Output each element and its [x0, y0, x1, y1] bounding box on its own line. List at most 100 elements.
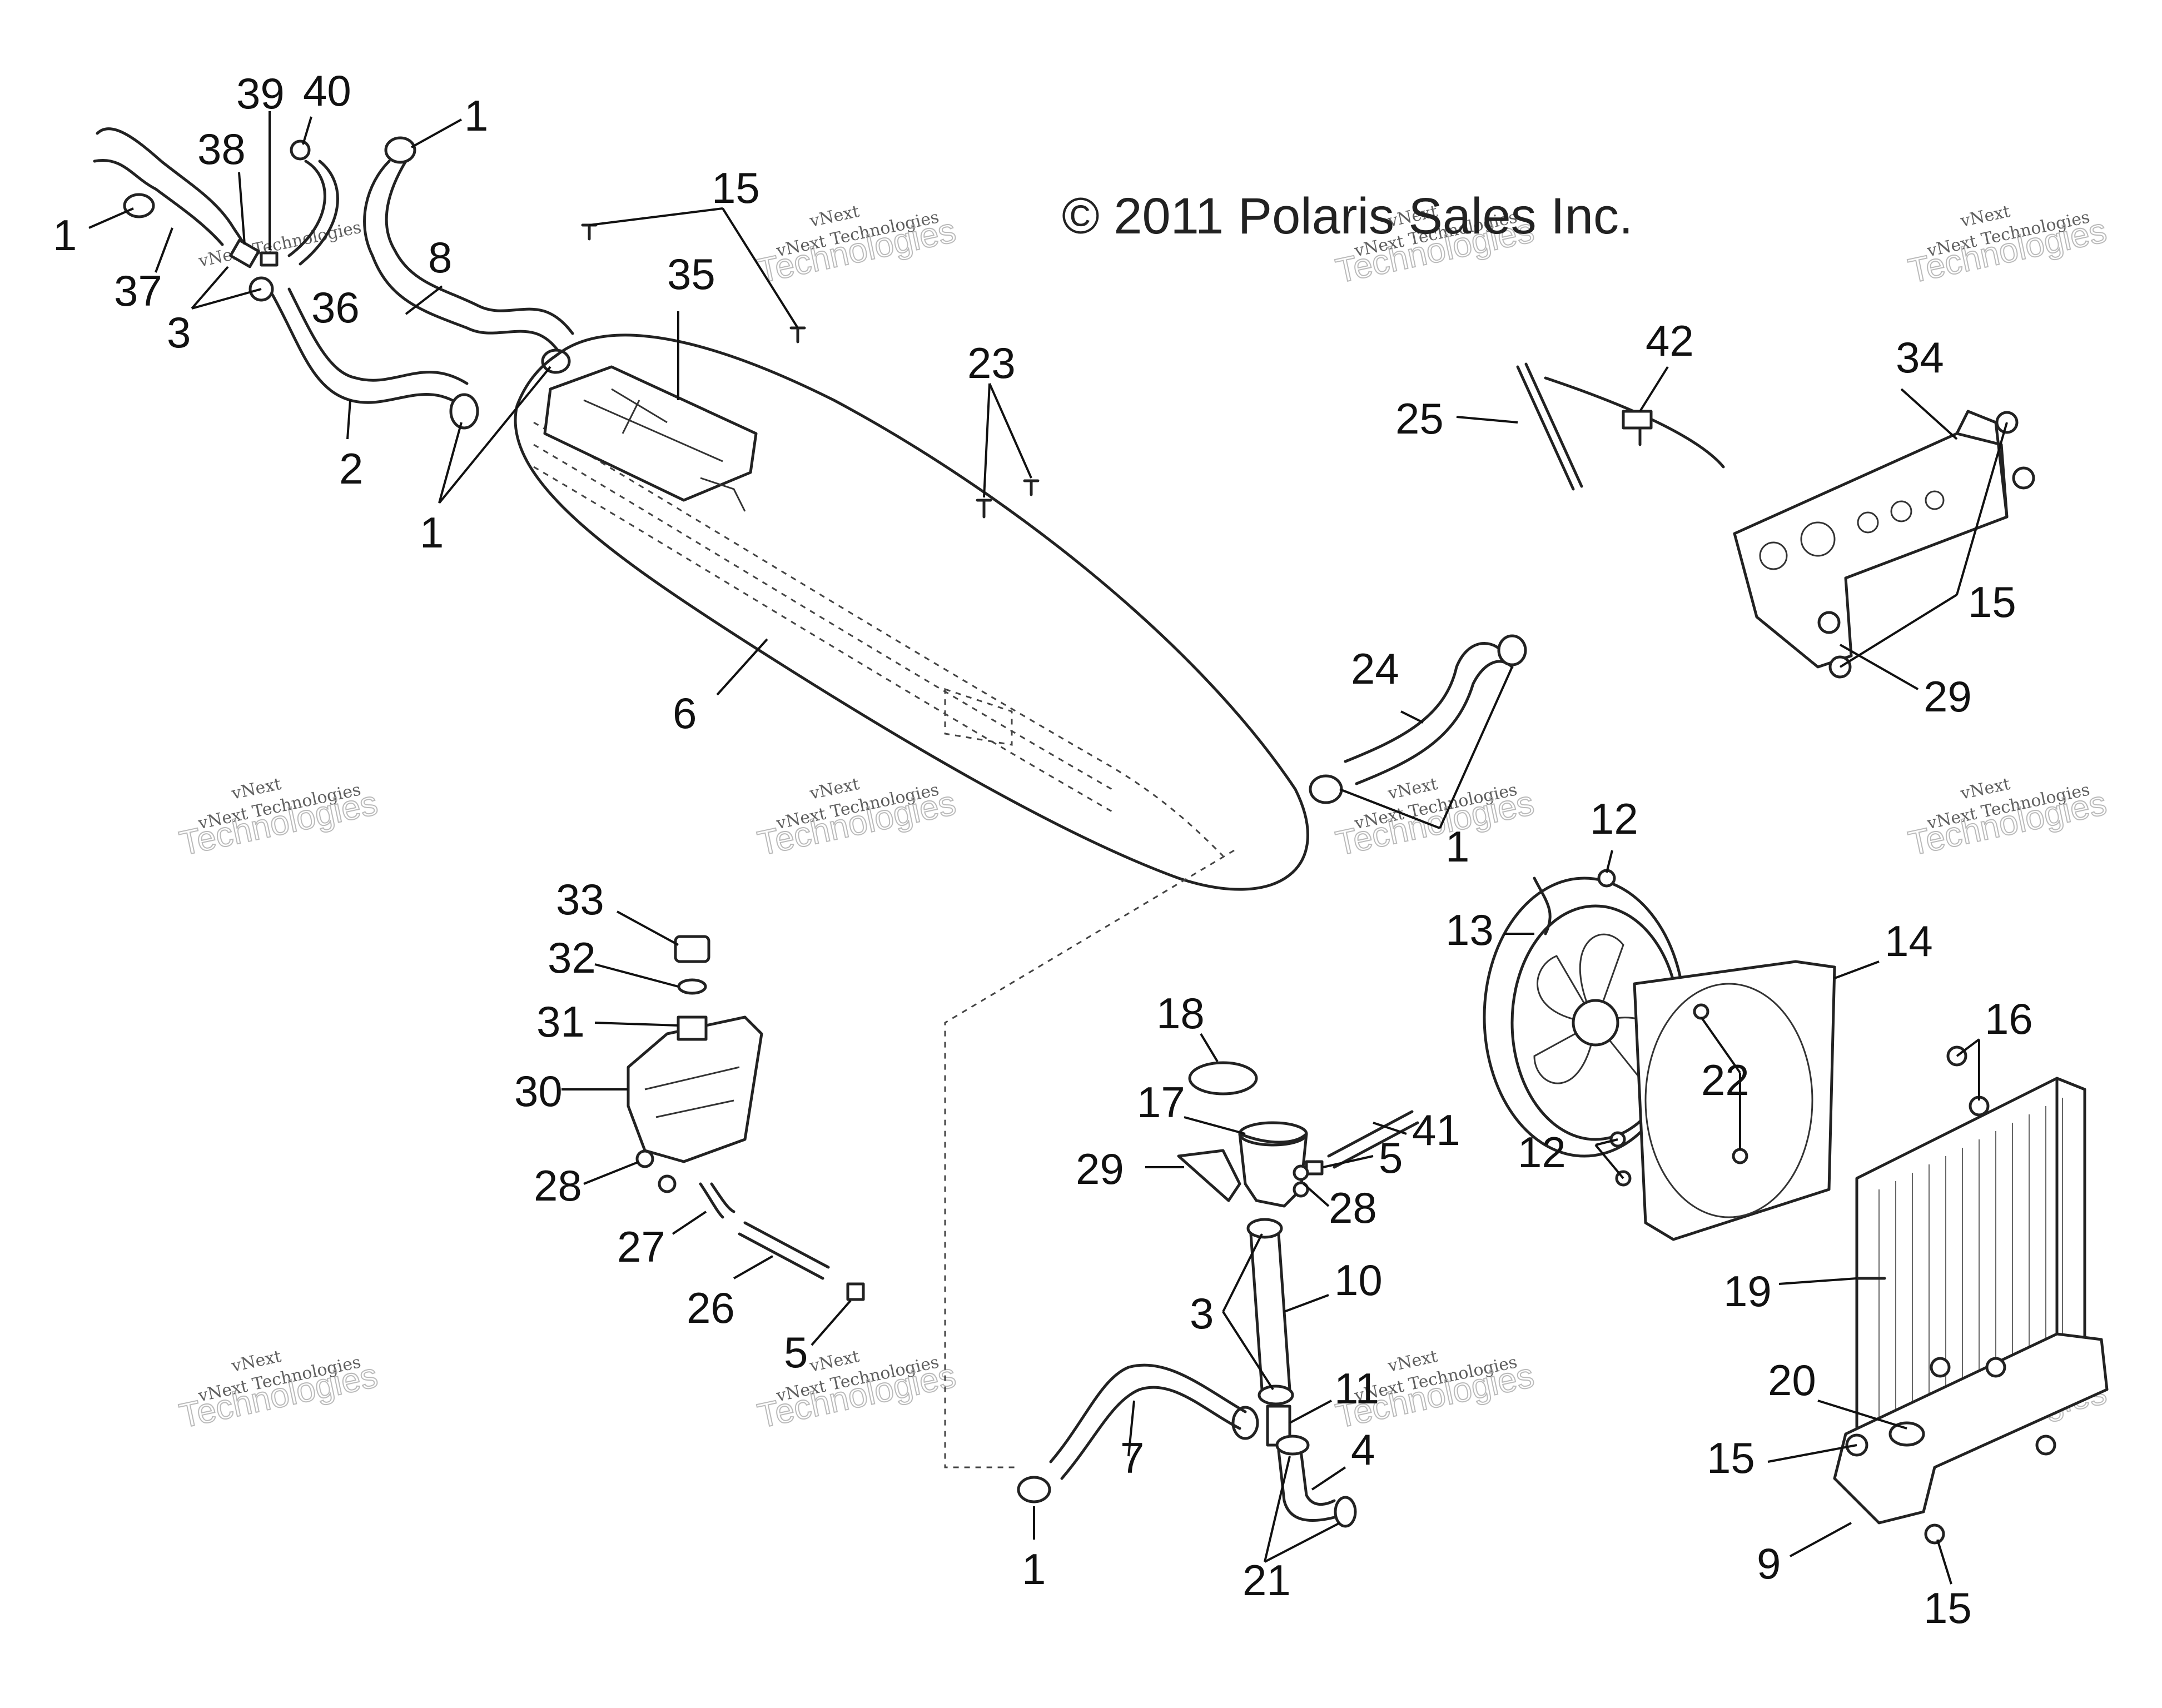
hose-clamp-3: [1231, 1406, 1259, 1440]
filler-neck-17-top: [1238, 1121, 1308, 1147]
watermark: vNext vNext Technologies Technologies: [1905, 202, 2110, 291]
clamp-5: [846, 1282, 865, 1301]
callout-5: 5: [1379, 1133, 1403, 1182]
fan-wire: [1533, 877, 1552, 935]
hose-clamp-1: [1017, 1476, 1051, 1503]
callout-3: 3: [1190, 1289, 1214, 1338]
screw-22: [1732, 1148, 1748, 1164]
hose-clamp-3: [1246, 1218, 1283, 1239]
callout-30: 30: [514, 1067, 563, 1116]
fitting-39: [260, 251, 279, 267]
washer-32: [677, 978, 707, 995]
radiator-19-core: [1878, 1098, 2063, 1440]
callout-18: 18: [1156, 989, 1205, 1038]
callout-19: 19: [1723, 1267, 1772, 1316]
hose-24: [1344, 642, 1514, 785]
callout-24: 24: [1351, 644, 1399, 693]
callout-31: 31: [536, 997, 585, 1046]
callout-11: 11: [1334, 1364, 1379, 1413]
callout-5: 5: [784, 1328, 808, 1377]
watermark: vNext vNext Technologies Technologies: [176, 774, 381, 864]
screw-15: [1817, 611, 1841, 634]
callout-28: 28: [1329, 1183, 1377, 1232]
callout-41: 41: [1412, 1106, 1460, 1154]
callout-36: 36: [311, 283, 360, 332]
parts: [93, 127, 2109, 1545]
callout-8: 8: [428, 233, 452, 282]
callout-3: 3: [167, 308, 191, 357]
callout-20: 20: [1768, 1356, 1816, 1405]
svg-text:Technologies: Technologies: [754, 784, 959, 863]
callout-27: 27: [617, 1222, 665, 1271]
hose-2: [271, 287, 469, 407]
bracket-29: [1177, 1149, 1241, 1202]
callout-23: 23: [967, 338, 1016, 387]
leader-lines: [88, 111, 2008, 1585]
screw-15: [581, 223, 598, 241]
cap-33: [674, 935, 710, 963]
callout-9: 9: [1757, 1539, 1781, 1588]
hose-clamp-1: [1497, 634, 1527, 666]
callout-6: 6: [673, 689, 697, 738]
shroud-14-opening: [1644, 983, 1813, 1218]
routing-dashed-line: [944, 849, 1235, 1468]
screw-28: [1293, 1181, 1309, 1198]
screw-15: [2035, 1435, 2056, 1456]
heat-exchanger-tubes: [533, 421, 1224, 857]
callout-7: 7: [1120, 1433, 1144, 1482]
callout-10: 10: [1334, 1256, 1383, 1304]
hose-clamp-1: [123, 193, 155, 218]
svg-text:Technologies: Technologies: [754, 211, 959, 291]
bracket-35-detail: [583, 388, 746, 512]
callout-15: 15: [712, 163, 760, 212]
callout-15: 15: [1707, 1433, 1755, 1482]
hose-clamp-1: [1309, 774, 1343, 804]
callout-39: 39: [236, 69, 285, 118]
radiator-cap-18: [1188, 1061, 1258, 1095]
screw-28: [1293, 1164, 1309, 1181]
callout-14: 14: [1885, 917, 1933, 965]
hose-clamp-21: [1334, 1496, 1357, 1528]
callout-26: 26: [687, 1283, 735, 1332]
callout-32: 32: [548, 933, 596, 982]
callout-21: 21: [1242, 1556, 1291, 1605]
hose-36: [287, 160, 339, 266]
svg-text:Technologies: Technologies: [1905, 211, 2110, 291]
fitting-40: [290, 140, 311, 161]
screw-15: [2012, 466, 2035, 490]
watermarks: vNext vNext Technologies Technologies vN…: [176, 202, 2110, 1453]
hose-clamp-21: [1275, 1435, 1310, 1456]
callout-15: 15: [1968, 577, 2016, 626]
screw-15: [1930, 1357, 1951, 1378]
bracket-hole: [1759, 541, 1788, 570]
heat-exchanger-tubes: [944, 688, 1013, 746]
hose-clamp-1: [384, 136, 416, 164]
watermark: vNext vNext Technologies Technologies: [754, 774, 960, 864]
callout-38: 38: [197, 125, 246, 173]
fan-blade: [1533, 1021, 1597, 1084]
svg-text:Technologies: Technologies: [1333, 784, 1537, 863]
fan-blade: [1537, 955, 1597, 1024]
bracket-hole: [1925, 490, 1945, 510]
callout-33: 33: [556, 875, 604, 924]
screw-12: [1597, 869, 1616, 888]
filler-neck-17: [1238, 1132, 1308, 1208]
watermark: vNext vNext Technologies Technologies: [176, 1347, 381, 1436]
screw-15: [789, 326, 806, 343]
watermark: vNext vNext Technologies Technologies: [1905, 774, 2110, 864]
bottle-neck-31: [677, 1015, 708, 1041]
hose-7: [1049, 1363, 1247, 1480]
callout-35: 35: [667, 250, 715, 298]
shroud-14: [1633, 960, 1836, 1241]
bracket-34: [1733, 432, 2009, 669]
bracket-hole: [1800, 521, 1836, 557]
watermark: vNext vNext Technologies Technologies: [754, 1347, 960, 1436]
callout-29: 29: [1076, 1144, 1124, 1193]
hose-4: [1277, 1449, 1336, 1522]
callout-4: 4: [1351, 1425, 1375, 1474]
callout-42: 42: [1646, 316, 1694, 365]
fitting-38: [229, 238, 260, 268]
grommet-20: [1888, 1421, 1925, 1447]
screw-23: [1023, 479, 1040, 496]
